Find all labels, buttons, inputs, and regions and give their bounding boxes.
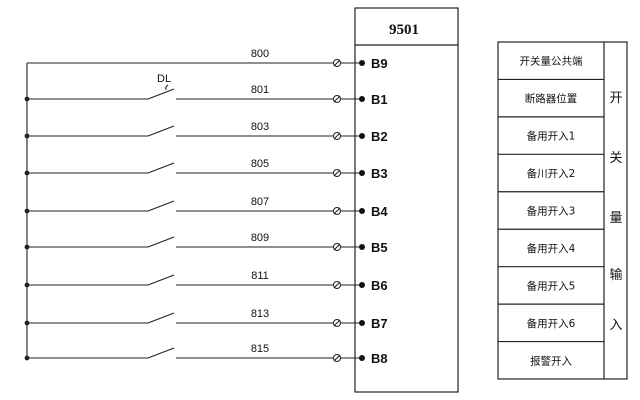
terminal-label: B5 — [371, 240, 388, 255]
table-row-label: 断路器位置 — [525, 92, 578, 105]
terminal-slash — [333, 132, 341, 140]
side-label-char: 入 — [609, 318, 622, 333]
switch-contact — [147, 347, 175, 359]
terminal-dot — [359, 96, 365, 102]
terminal-dot — [359, 208, 365, 214]
wire-number: 803 — [251, 121, 269, 133]
terminal-dot — [359, 60, 365, 66]
terminal-label: B7 — [371, 316, 388, 331]
table-row-label: 备用开入4 — [527, 242, 576, 255]
device-title: 9501 — [389, 22, 419, 38]
switch-contact — [147, 200, 175, 212]
terminal-dot — [359, 244, 365, 250]
wire-number: 809 — [251, 232, 269, 244]
table-row-label: 备用开入1 — [527, 130, 576, 143]
switch-contact — [147, 274, 175, 286]
terminal-label: B3 — [371, 166, 388, 181]
terminal-dot — [359, 320, 365, 326]
side-label-char: 开 — [609, 91, 622, 106]
terminal-slash — [333, 169, 341, 177]
terminal-dot — [359, 133, 365, 139]
wire-number: 801 — [251, 84, 269, 96]
switch-contact — [147, 162, 175, 174]
terminal-slash — [333, 243, 341, 251]
table-row-label: 备用开入6 — [527, 317, 576, 330]
wire-number: 800 — [251, 48, 269, 60]
switch-contact — [147, 236, 175, 248]
terminal-dot — [359, 170, 365, 176]
side-label-char: 输 — [609, 267, 622, 283]
table-row-label: 报警开入 — [530, 354, 572, 367]
side-label-char: 量 — [609, 211, 622, 226]
terminal-slash — [333, 95, 341, 103]
wire-number: 813 — [251, 308, 269, 320]
table-row-label: 备川开入2 — [527, 167, 576, 180]
terminal-dot — [359, 355, 365, 361]
table-row-label: 开关量公共端 — [520, 55, 583, 68]
terminal-label: B1 — [371, 92, 388, 107]
switch-contact — [147, 312, 175, 324]
terminal-label: B2 — [371, 129, 388, 144]
switch-contact — [147, 88, 175, 100]
terminal-slash — [333, 354, 341, 362]
switch-label-dl: DL — [157, 73, 171, 85]
terminal-slash — [333, 59, 341, 67]
side-label-char: 关 — [609, 151, 622, 166]
switch-label-leader — [165, 84, 169, 91]
device-box — [354, 7, 459, 393]
terminal-label: B4 — [371, 204, 388, 219]
input-table — [497, 41, 628, 380]
terminal-dot — [359, 282, 365, 288]
wire-number: 815 — [251, 343, 269, 355]
switch-contact — [147, 125, 175, 137]
table-row-label: 备用开入5 — [527, 279, 576, 292]
wire-number: 811 — [251, 270, 269, 282]
terminal-label: B8 — [371, 351, 388, 366]
terminal-label: B9 — [371, 56, 388, 71]
terminal-slash — [333, 319, 341, 327]
wire-number: 805 — [251, 158, 269, 170]
terminal-slash — [333, 281, 341, 289]
terminal-label: B6 — [371, 278, 388, 293]
wire-number: 807 — [251, 196, 269, 208]
table-row-label: 备用开入3 — [527, 205, 576, 218]
terminal-slash — [333, 207, 341, 215]
